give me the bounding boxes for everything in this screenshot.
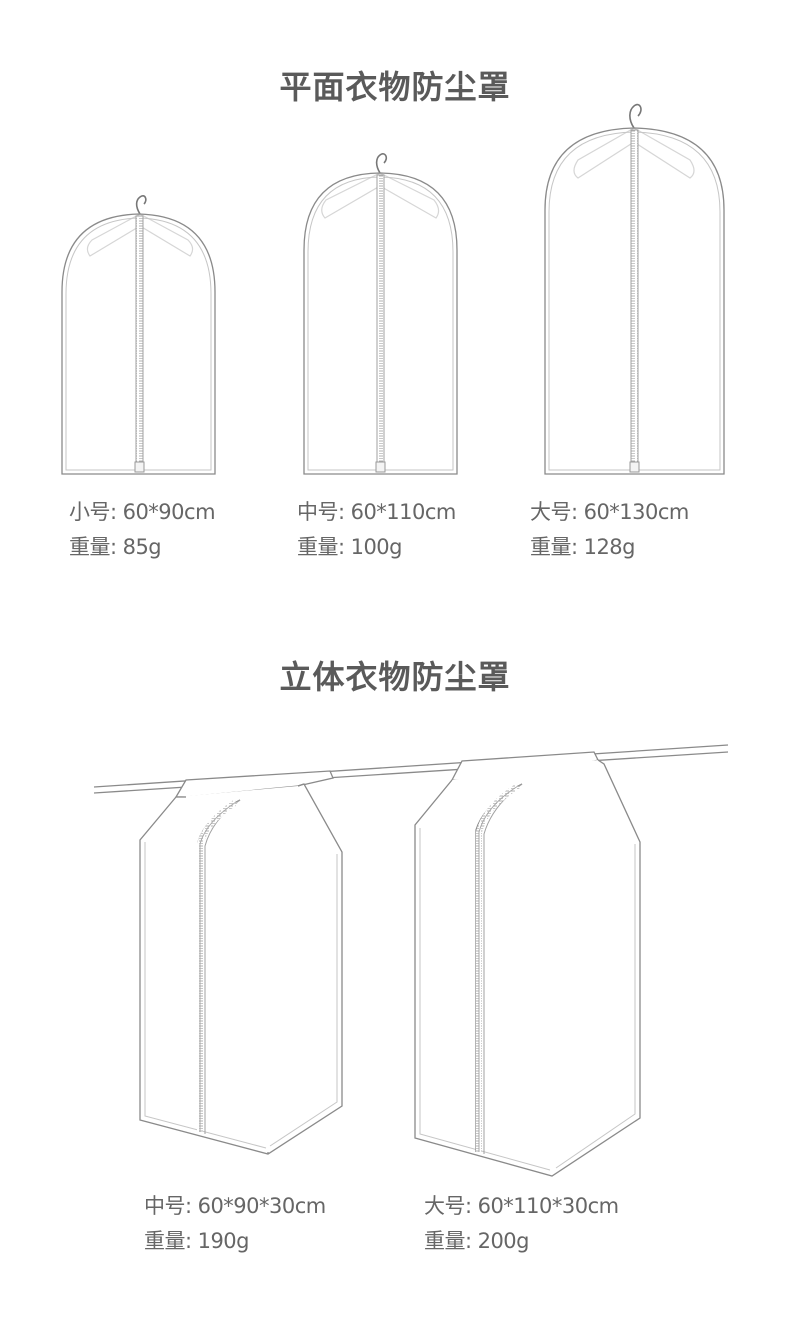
spec-flat-medium: 中号:60*110cm 重量:100g [297, 495, 456, 565]
weight-label: 重量: [144, 1229, 192, 1253]
weight-value: 190g [197, 1229, 250, 1253]
size-label: 中号: [297, 500, 345, 524]
size-label: 中号: [144, 1194, 192, 1218]
box-section-title: 立体衣物防尘罩 [279, 658, 511, 696]
size-label: 大号: [530, 500, 578, 524]
weight-label: 重量: [69, 535, 117, 559]
size-label: 大号: [424, 1194, 472, 1218]
flat-cover-small-illustration [61, 195, 216, 475]
flat-cover-medium-illustration [303, 153, 458, 475]
box-cover-large-illustration [414, 751, 641, 1177]
weight-label: 重量: [297, 535, 345, 559]
size-label: 小号: [69, 500, 117, 524]
weight-label: 重量: [424, 1229, 472, 1253]
box-cover-medium-illustration [139, 770, 343, 1155]
flat-section-title: 平面衣物防尘罩 [279, 68, 511, 106]
spec-flat-small: 小号:60*90cm 重量:85g [69, 495, 216, 565]
size-value: 60*90*30cm [197, 1194, 327, 1218]
spec-flat-large: 大号:60*130cm 重量:128g [530, 495, 689, 565]
spec-box-large: 大号:60*110*30cm 重量:200g [424, 1189, 619, 1259]
spec-box-medium: 中号:60*90*30cm 重量:190g [144, 1189, 326, 1259]
weight-value: 100g [350, 535, 403, 559]
weight-value: 200g [477, 1229, 530, 1253]
size-value: 60*130cm [583, 500, 690, 524]
size-value: 60*90cm [122, 500, 216, 524]
size-value: 60*110cm [350, 500, 457, 524]
size-value: 60*110*30cm [477, 1194, 620, 1218]
weight-value: 85g [122, 535, 162, 559]
weight-label: 重量: [530, 535, 578, 559]
weight-value: 128g [583, 535, 636, 559]
flat-cover-large-illustration [544, 103, 725, 475]
